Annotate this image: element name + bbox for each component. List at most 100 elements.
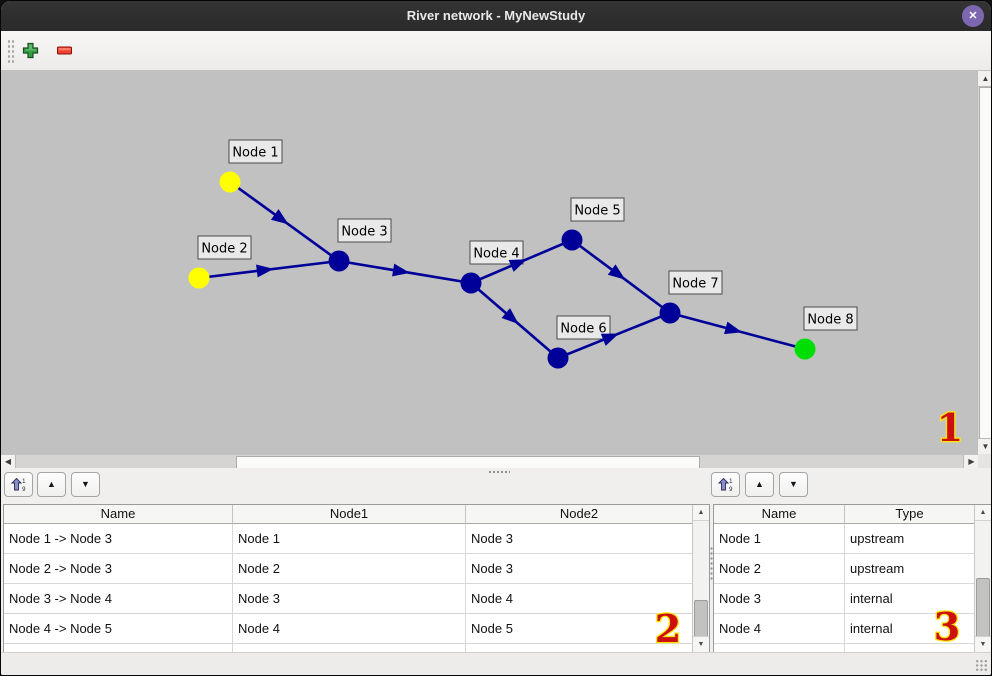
- flow-arrow-icon: [270, 209, 289, 225]
- flow-arrow-icon: [600, 333, 619, 346]
- table-cell[interactable]: upstream: [845, 524, 975, 554]
- flow-arrow-icon: [256, 264, 274, 278]
- river-node[interactable]: [547, 347, 569, 369]
- resize-grip-icon[interactable]: [975, 659, 988, 672]
- triangle-down-icon: ▼: [81, 479, 90, 489]
- river-node[interactable]: [188, 267, 210, 289]
- table-cell[interactable]: Node 1 -> Node 3: [4, 524, 233, 554]
- triangle-up-icon: ▲: [755, 479, 764, 489]
- table-cell[interactable]: Node 2: [714, 554, 845, 584]
- links-move-down-button[interactable]: ▼: [71, 472, 100, 497]
- table-cell[interactable]: Node 4: [466, 584, 693, 614]
- minus-icon: [56, 46, 72, 54]
- scroll-down-button[interactable]: ▼: [975, 636, 991, 652]
- svg-text:Node 3: Node 3: [341, 225, 387, 240]
- column-header[interactable]: Name: [714, 505, 845, 524]
- table-cell[interactable]: Node 1: [714, 524, 845, 554]
- table-cell: [714, 644, 845, 652]
- horizontal-splitter-handle[interactable]: [488, 470, 510, 474]
- scroll-up-button[interactable]: ▲: [693, 505, 709, 521]
- svg-text:Node 6: Node 6: [560, 322, 606, 337]
- table-cell: [4, 644, 233, 652]
- river-node[interactable]: [659, 302, 681, 324]
- title-bar[interactable]: River network - MyNewStudy ✕: [1, 1, 991, 32]
- svg-text:Node 7: Node 7: [672, 277, 718, 292]
- triangle-down-icon: ▼: [981, 442, 990, 451]
- river-node[interactable]: [328, 250, 350, 272]
- vertical-scroll-thumb[interactable]: [979, 87, 991, 440]
- table-cell[interactable]: Node 3: [714, 584, 845, 614]
- column-header[interactable]: Type: [845, 505, 975, 524]
- scroll-right-button[interactable]: ▶: [963, 455, 979, 469]
- flow-arrow-icon: [724, 321, 743, 335]
- close-button[interactable]: ✕: [962, 5, 984, 27]
- node-label: Node 5: [570, 197, 625, 222]
- table-cell[interactable]: Node 5: [466, 614, 693, 644]
- lower-panel-bar: [1, 468, 991, 504]
- river-node[interactable]: [219, 171, 241, 193]
- column-header[interactable]: Name: [4, 505, 233, 524]
- table-cell[interactable]: Node 3: [466, 554, 693, 584]
- table-cell[interactable]: internal: [845, 584, 975, 614]
- nodes-move-down-button[interactable]: ▼: [779, 472, 808, 497]
- scroll-down-button[interactable]: ▼: [978, 438, 991, 454]
- table-cell[interactable]: internal: [845, 614, 975, 644]
- triangle-right-icon: ▶: [968, 457, 975, 466]
- links-table-scrollbar[interactable]: ▲ ▼: [692, 505, 709, 652]
- links-sort-button[interactable]: 1 9: [4, 472, 33, 497]
- nodes-move-up-button[interactable]: ▲: [745, 472, 774, 497]
- table-cell[interactable]: Node 2 -> Node 3: [4, 554, 233, 584]
- flow-arrow-icon: [501, 308, 519, 325]
- nodes-sort-button[interactable]: 1 9: [711, 472, 740, 497]
- table-cell[interactable]: Node 4 -> Node 5: [4, 614, 233, 644]
- svg-text:Node 4: Node 4: [473, 247, 519, 262]
- canvas-vertical-scrollbar[interactable]: ▲ ▼: [977, 71, 991, 454]
- toolbar-grip-handle[interactable]: [7, 39, 15, 63]
- table-cell[interactable]: Node 3: [233, 584, 466, 614]
- nodes-table-scrollbar[interactable]: ▲ ▼: [974, 505, 991, 652]
- status-bar: [1, 652, 991, 675]
- scroll-up-button[interactable]: ▲: [978, 71, 991, 87]
- remove-button[interactable]: [51, 37, 77, 63]
- scroll-up-button[interactable]: ▲: [975, 505, 991, 521]
- vertical-splitter-handle[interactable]: [709, 546, 714, 582]
- scroll-down-button[interactable]: ▼: [693, 636, 709, 652]
- table-cell[interactable]: Node 3: [466, 524, 693, 554]
- add-button[interactable]: [17, 37, 43, 63]
- river-node[interactable]: [561, 229, 583, 251]
- table-cell[interactable]: Node 1: [233, 524, 466, 554]
- column-header[interactable]: Node1: [233, 505, 466, 524]
- column-header[interactable]: Node2: [466, 505, 693, 524]
- river-node[interactable]: [460, 272, 482, 294]
- scroll-left-button[interactable]: ◀: [1, 455, 16, 469]
- table-cell: [233, 644, 466, 652]
- scrollbar-corner: [978, 454, 991, 468]
- links-move-up-button[interactable]: ▲: [37, 472, 66, 497]
- table-cell[interactable]: Node 2: [233, 554, 466, 584]
- main-toolbar: [1, 31, 991, 71]
- table-cell[interactable]: upstream: [845, 554, 975, 584]
- table-cell[interactable]: Node 4: [714, 614, 845, 644]
- canvas-horizontal-scrollbar[interactable]: ◀ ▶: [1, 454, 979, 469]
- triangle-left-icon: ◀: [4, 457, 12, 466]
- table-cell[interactable]: Node 3 -> Node 4: [4, 584, 233, 614]
- table-cell[interactable]: Node 4: [233, 614, 466, 644]
- river-node[interactable]: [794, 338, 816, 360]
- close-icon: ✕: [968, 10, 978, 22]
- node-label: Node 7: [668, 270, 723, 295]
